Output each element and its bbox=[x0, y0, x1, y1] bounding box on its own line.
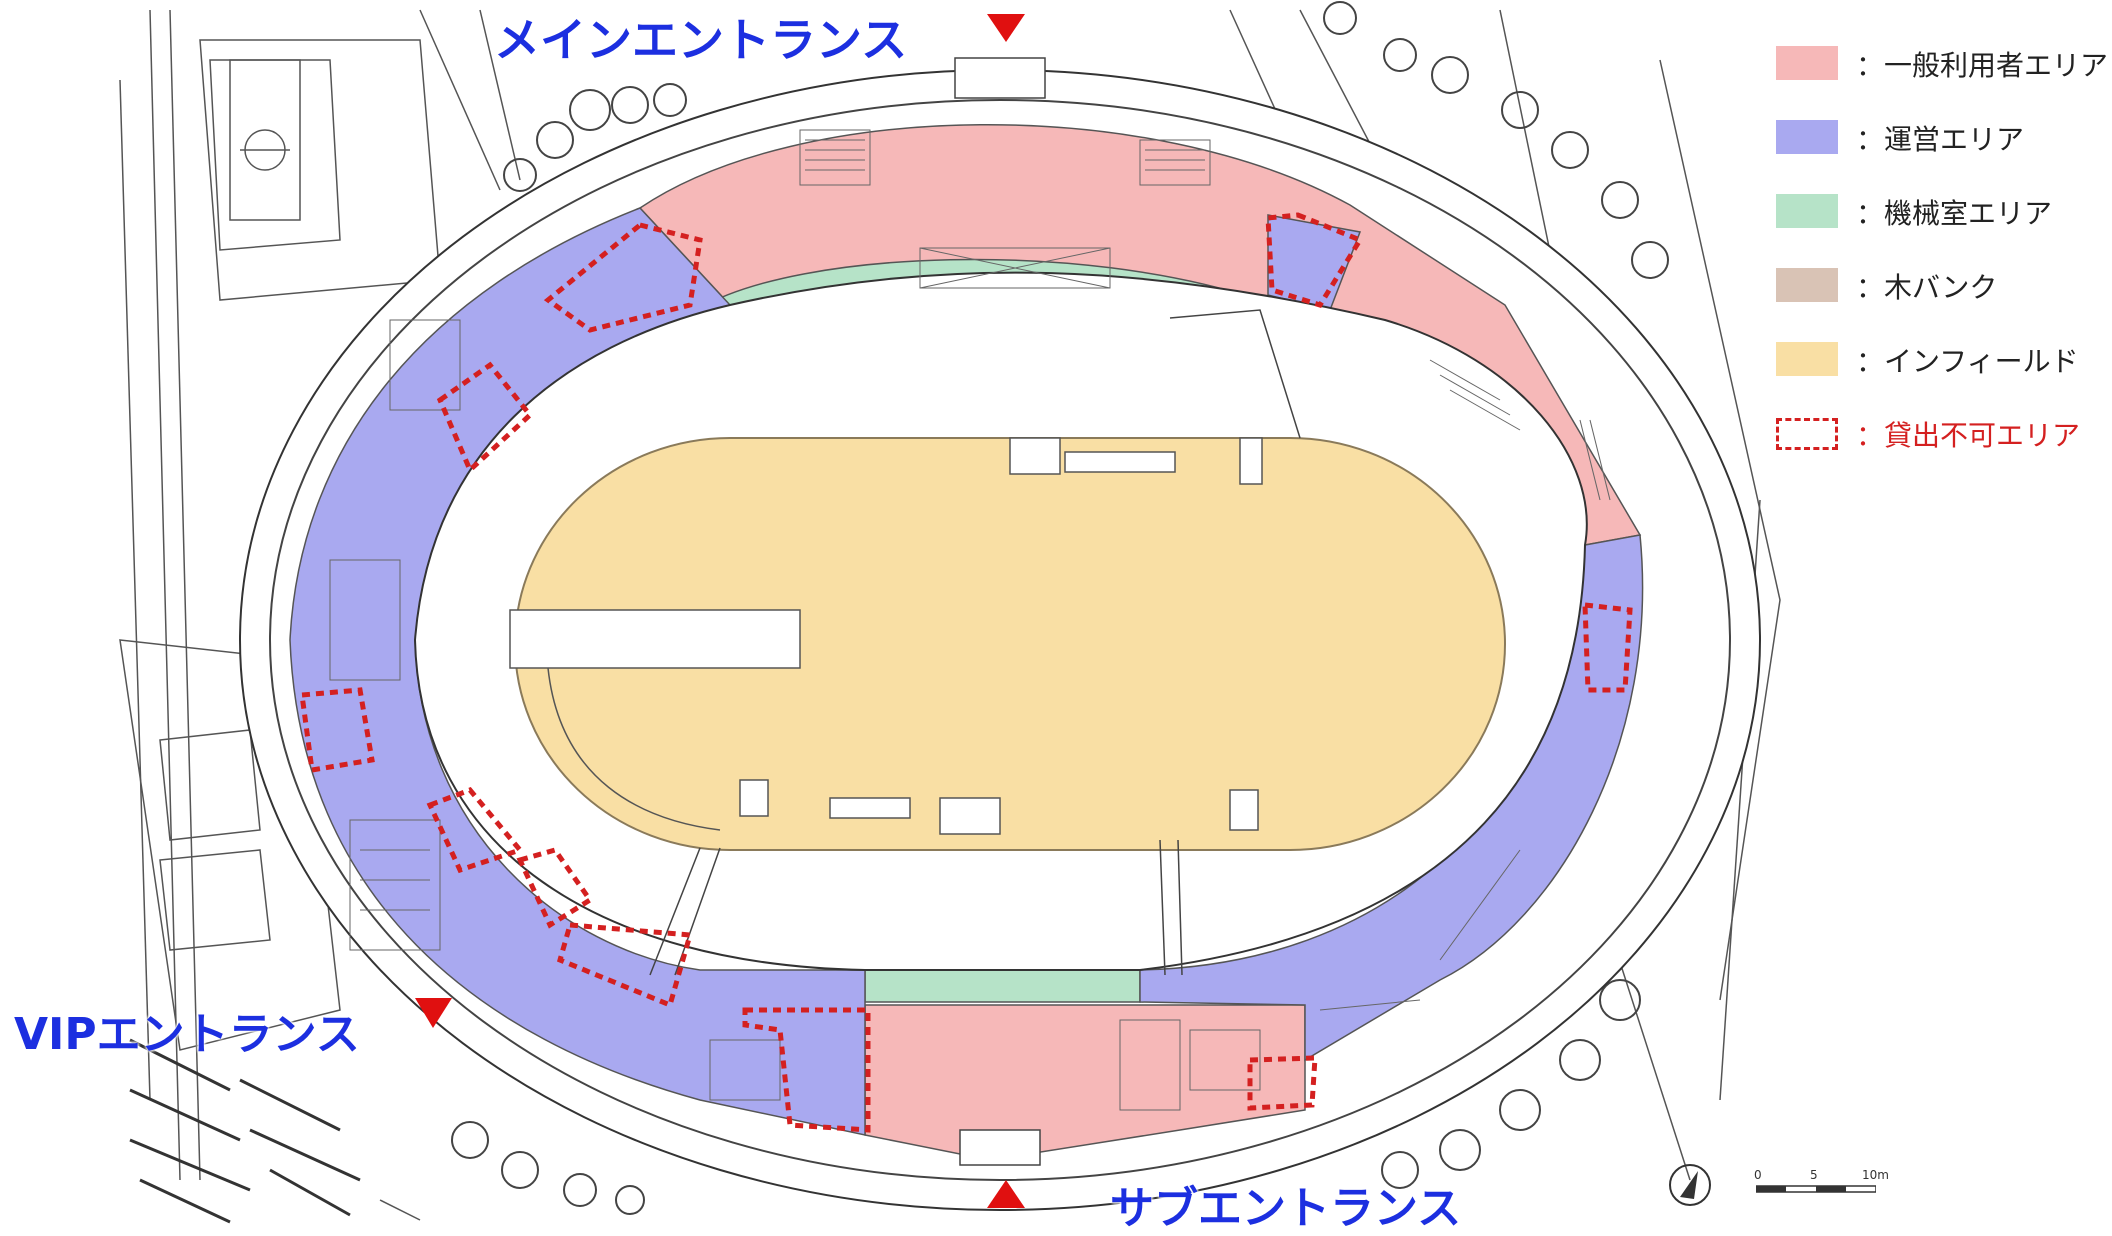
sub-entrance-marker-icon bbox=[987, 1180, 1025, 1208]
vip-entrance-label: VIPエントランス bbox=[14, 1009, 360, 1060]
legend-label: ：一般利用者エリア bbox=[1856, 49, 2109, 82]
legend-label: ：運営エリア bbox=[1856, 123, 2025, 156]
scale-tick-5: 5 bbox=[1810, 1168, 1818, 1182]
legend-swatch bbox=[1776, 418, 1838, 450]
machine-area-bottom bbox=[864, 969, 1141, 1003]
sub-entrance-label: サブエントランス bbox=[1110, 1183, 1462, 1234]
infield bbox=[509, 437, 1506, 851]
legend-swatch bbox=[1776, 194, 1838, 228]
legend: ：一般利用者エリア ：運営エリア ：機械室エリア ：木バンク ：インフィールド ：貸出不可… bbox=[1768, 40, 2108, 484]
main-entrance-label: メインエントランス bbox=[494, 13, 908, 67]
legend-label: ：貸出不可エリア bbox=[1856, 419, 2081, 452]
legend-item: ：木バンク bbox=[1768, 262, 2108, 336]
scale-bar: 0 5 10m bbox=[1754, 1168, 1889, 1204]
legend-item: ：運営エリア bbox=[1768, 114, 2108, 188]
legend-item: ：貸出不可エリア bbox=[1768, 410, 2108, 484]
entrance-gates bbox=[954, 57, 1046, 1166]
legend-item: ：インフィールド bbox=[1768, 336, 2108, 410]
legend-swatch bbox=[1776, 120, 1838, 154]
room-details bbox=[329, 129, 1611, 1111]
legend-item: ：一般利用者エリア bbox=[1768, 40, 2108, 114]
legend-label: ：木バンク bbox=[1856, 271, 1998, 304]
legend-swatch bbox=[1776, 268, 1838, 302]
legend-label: ：機械室エリア bbox=[1856, 197, 2053, 230]
legend-item: ：機械室エリア bbox=[1768, 188, 2108, 262]
scale-tick-10: 10m bbox=[1862, 1168, 1889, 1182]
scale-tick-0: 0 bbox=[1754, 1168, 1762, 1182]
north-arrow-icon bbox=[1669, 1164, 1711, 1206]
no-rental-areas bbox=[299, 212, 1633, 1133]
tunnels bbox=[649, 309, 1301, 976]
legend-label: ：インフィールド bbox=[1856, 345, 2079, 378]
main-entrance-marker-icon bbox=[987, 14, 1025, 42]
entrance-markers bbox=[415, 14, 1025, 1208]
legend-swatch bbox=[1776, 342, 1838, 376]
parking-lines bbox=[129, 1038, 361, 1224]
legend-swatch bbox=[1776, 46, 1838, 80]
vip-entrance-marker-icon bbox=[415, 998, 452, 1028]
trees bbox=[451, 1, 1669, 1215]
